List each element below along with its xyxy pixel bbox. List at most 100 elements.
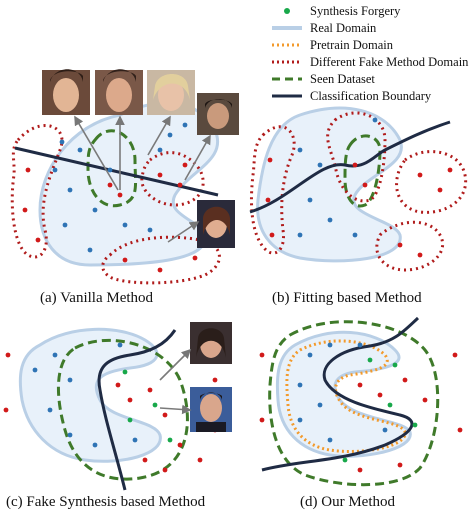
real-sample-dot [67,377,73,383]
fake-sample-dot [177,182,183,188]
real-sample-dot [107,167,113,173]
synth-samples [342,357,418,463]
real-sample-dot [382,427,388,433]
real-domain-region [18,327,162,463]
fake-sample-dot [352,162,358,168]
real-sample-dot [352,232,358,238]
real-sample-dot [47,407,53,413]
fake-sample-dot [147,387,153,393]
legend-label: Classification Boundary [310,89,432,103]
fake-sample-dot [357,467,363,473]
legend-label: Different Fake Method Domain [310,55,469,69]
fake-sample-dot [417,172,423,178]
fake-sample-dot [362,182,368,188]
fake-samples [3,352,218,473]
real-sample-dot [67,187,73,193]
real-sample-dot [307,197,313,203]
real-samples [32,342,138,448]
legend-label: Synthesis Forgery [310,4,401,18]
fake-sample-dot [259,417,265,423]
legend-real-domain: Real Domain [272,21,377,35]
caption-b: (b) Fitting based Method [272,290,422,306]
fake-sample-dot [357,382,363,388]
real-samples [297,117,378,238]
fake-domain-region-left [249,125,296,255]
fake-sample-dot [117,192,123,198]
real-sample-dot [167,132,173,138]
seen-dataset-region [343,134,382,208]
real-sample-dot [117,342,123,348]
fake-samples [22,162,198,273]
fake-sample-dot [212,377,218,383]
real-sample-dot [297,417,303,423]
seen-dataset-region [86,129,138,208]
real-samples [297,342,388,443]
real-sample-dot [372,117,378,123]
panel-b-fitting: (b) Fitting based Method [249,106,468,306]
synth-sample-dot [387,402,393,408]
fake-sample-dot [127,397,133,403]
real-sample-dot [327,342,333,348]
pretrain-domain-region [285,339,407,453]
fake-sample-dot [177,442,183,448]
fake-sample-dot [122,257,128,263]
face-thumbnail-1 [42,69,90,115]
fake-sample-dot [397,462,403,468]
real-sample-dot [357,342,363,348]
fake-sample-dot [452,352,458,358]
synth-samples [122,369,173,443]
legend-pretrain-domain: Pretrain Domain [272,38,394,52]
fake-sample-dot [35,237,41,243]
fake-domain-region-bottom [101,235,221,285]
fake-sample-dot [157,172,163,178]
face-thumbnail-2 [95,69,143,115]
real-sample-dot [52,167,58,173]
real-sample-dot [87,247,93,253]
fake-domain-region-left [10,124,64,259]
fake-sample-dot [107,182,113,188]
real-sample-dot [92,207,98,213]
face-thumbnail-5 [197,200,235,248]
real-sample-dot [32,367,38,373]
real-sample-dot [59,139,65,145]
real-sample-dot [157,147,163,153]
legend-classification-boundary: Classification Boundary [272,89,432,103]
real-samples [52,122,188,253]
synth-sample-dot [152,402,158,408]
fake-sample-dot [182,162,188,168]
fake-sample-dot [417,252,423,258]
real-sample-dot [307,352,313,358]
real-sample-dot [77,147,83,153]
real-sample-dot [67,432,73,438]
caption-c: (c) Fake Synthesis based Method [6,494,206,510]
face-thumbnail-6 [190,322,232,364]
fake-sample-dot [22,207,28,213]
fake-sample-dot [402,377,408,383]
classification-boundary [14,146,219,197]
real-sample-dot [297,147,303,153]
panel-d-ours: (d) Our Method [259,316,463,510]
seen-dataset-region [56,338,189,481]
fake-sample-dot [437,187,443,193]
panel-c-fake-synthesis: (c) Fake Synthesis based Method [3,322,232,510]
real-sample-dot [92,442,98,448]
fake-domain-region-right [395,150,468,214]
fake-domain-region-bottom [375,220,444,272]
caption-d: (d) Our Method [300,494,395,510]
fake-sample-dot [142,457,148,463]
fake-sample-dot [3,407,9,413]
classification-boundary [97,329,177,491]
arrows [74,115,211,243]
real-sample-dot [297,382,303,388]
synth-sample-dot [367,357,373,363]
classification-boundary [249,120,451,214]
real-sample-dot [327,217,333,223]
real-sample-dot [122,222,128,228]
real-sample-dot [327,437,333,443]
fake-sample-dot [162,467,168,473]
real-sample-dot [182,122,188,128]
synth-sample-dot [342,457,348,463]
real-sample-dot [147,227,153,233]
real-sample-dot [62,222,68,228]
